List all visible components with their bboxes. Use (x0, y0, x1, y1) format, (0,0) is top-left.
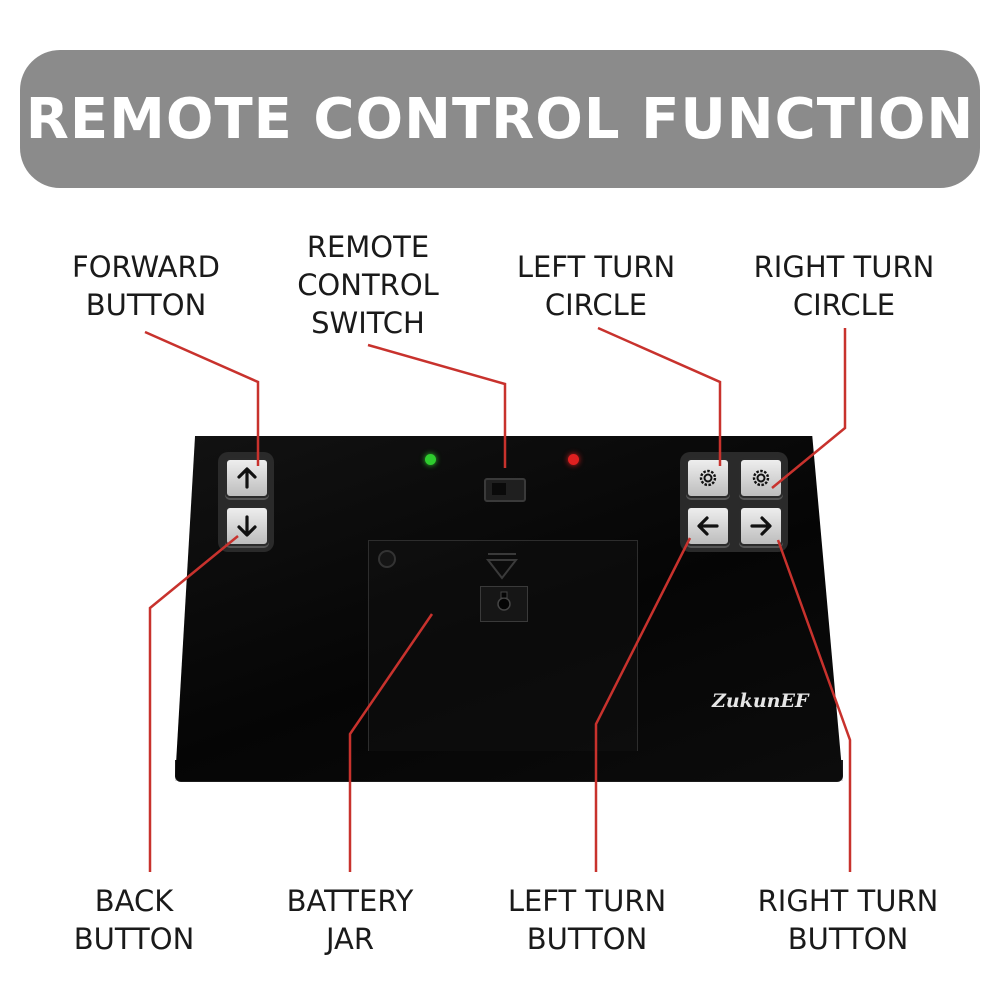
switch-knob (492, 483, 506, 495)
gear-icon (752, 469, 770, 487)
leader-forward (144, 330, 260, 466)
right-turn-circle-button[interactable] (739, 458, 783, 498)
leader-right-button (776, 539, 852, 872)
arrow-right-icon (750, 516, 772, 536)
right-turn-button[interactable] (739, 506, 783, 546)
leader-left-button (594, 537, 692, 872)
forward-button[interactable] (225, 458, 269, 498)
screw-icon (378, 550, 396, 568)
remote-control-switch[interactable] (484, 478, 526, 502)
leader-right-circle (771, 328, 847, 489)
brand-logo: ZukunEF (712, 690, 809, 712)
arrow-left-icon (697, 516, 719, 536)
latch-icon (497, 591, 511, 611)
leader-battery (348, 613, 434, 872)
leader-switch (367, 343, 507, 468)
leader-left-circle (597, 326, 722, 466)
page-title: REMOTE CONTROL FUNCTION (25, 86, 975, 152)
push-arrow-icon (485, 553, 519, 580)
arrow-down-icon (237, 515, 257, 537)
gear-icon (699, 469, 717, 487)
battery-latch[interactable] (480, 586, 528, 622)
arrow-up-icon (237, 467, 257, 489)
title-banner: REMOTE CONTROL FUNCTION (20, 50, 980, 188)
back-button[interactable] (225, 506, 269, 546)
led-indicator-green (425, 454, 436, 465)
led-indicator-red (568, 454, 579, 465)
left-turn-circle-button[interactable] (686, 458, 730, 498)
left-turn-button[interactable] (686, 506, 730, 546)
leader-back (148, 535, 239, 872)
